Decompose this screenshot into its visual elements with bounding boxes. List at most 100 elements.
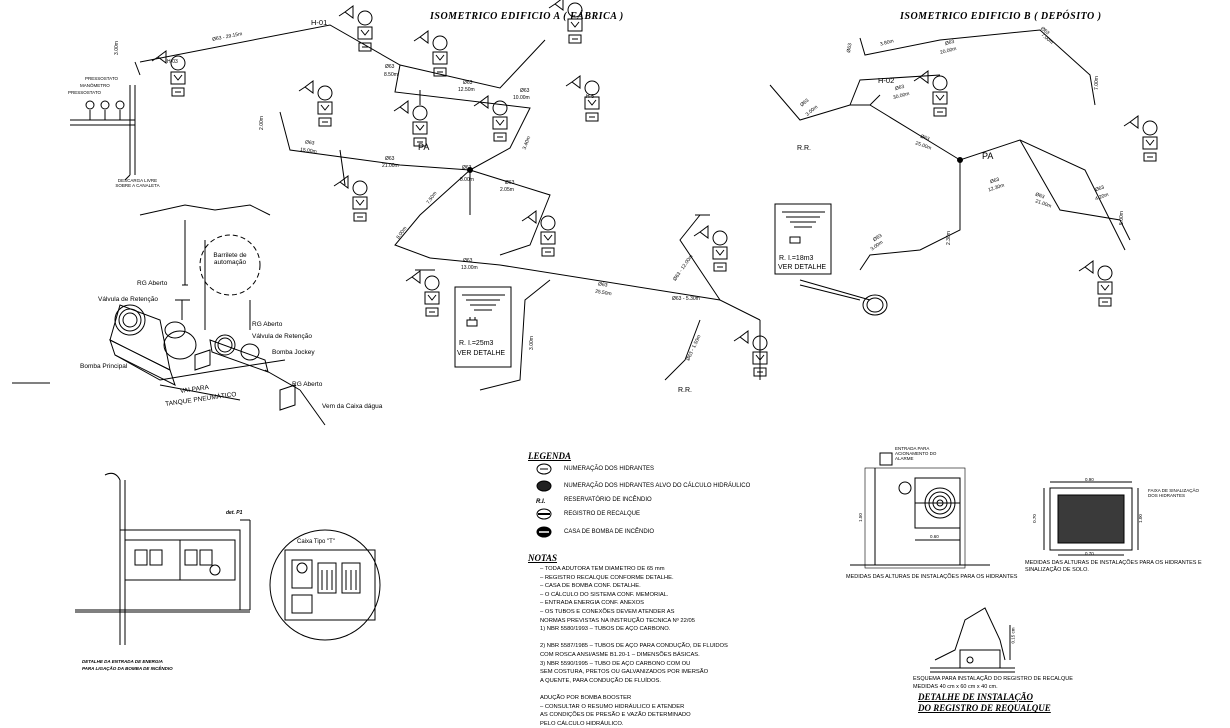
- reservoir-box-a: [454, 286, 512, 368]
- pipe-label: 10.00m: [513, 95, 530, 101]
- note-line: [540, 685, 728, 694]
- note-line: 2) NBR 5587/1985 – TUBOS DE AÇO PARA CON…: [540, 643, 728, 650]
- pump-main-label: Bomba Principal: [80, 363, 128, 370]
- legend-item-text: NUMERAÇÃO DOS HIDRANTES ALVO DO CÁLCULO …: [564, 483, 751, 489]
- hydrant-cabinet-icon: [333, 175, 368, 222]
- floor-box-dim-left: 0.70: [1031, 514, 1037, 523]
- legend-symbol-hydrant-number: [536, 463, 552, 475]
- rr-label-a: R.R.: [678, 387, 692, 394]
- entrance-caption-2: PARA LIGAÇÃO DA BOMBA DE INCÊNDIO: [82, 666, 173, 671]
- pipe-label: 3.00m: [528, 336, 535, 350]
- supply-header-drawing: [70, 85, 136, 181]
- note-line: 1) NBR 5580/1993 – TUBOS DE AÇO CARBONO.: [540, 626, 671, 633]
- hydrant-box-top-note: ENTRADA PARA ACIONAMENTO DO ALARME: [895, 446, 937, 461]
- note-line: NORMAS PREVISTAS NA INSTRUÇÃO TECNICA Nº…: [540, 617, 695, 624]
- pump-rg-open-1: RG Aberto: [137, 280, 168, 287]
- pump-automation-label: Barrilete de automação: [213, 252, 247, 266]
- note-line: A QUENTE, PARA CONDUÇÃO DE FLUÍDOS.: [540, 677, 662, 684]
- entrance-caption-1: DETALHE DA ENTRADA DE ENERGIA: [82, 659, 163, 664]
- note-line: COM ROSCA ANSI/ASME B1.20-1 – DIMENSÕES …: [540, 651, 700, 658]
- floor-box-detail-drawing: [1043, 481, 1139, 556]
- recalque-scheme-1: ESQUEMA PARA INSTALAÇÃO DO REGISTRO DE R…: [913, 676, 1073, 682]
- floor-box-dim-right: 1.00: [1137, 514, 1143, 523]
- pump-jockey-label: Bomba Jockey: [272, 349, 315, 356]
- note-line: – REGISTRO RECALQUE CONFORME DETALHE.: [540, 574, 674, 581]
- supply-label: PRESSOSTATO: [68, 90, 102, 95]
- pipe-label: Ø63 - 5.30m: [672, 296, 700, 302]
- hydrant-cabinet-icon: [413, 30, 448, 77]
- pa-label-b: PA: [982, 151, 994, 161]
- pipe-label: 3.00m: [113, 41, 120, 55]
- pipe-label: 8.00m: [460, 177, 474, 183]
- hydrant-cabinet-icon: [565, 75, 600, 122]
- note-line: ADUÇÃO POR BOMBA BOOSTER: [540, 694, 632, 701]
- hydrant-cabinet-icon: [1078, 260, 1113, 307]
- pipe-run-a-branch4: [664, 319, 701, 381]
- notes-body: – TODA ADUTORA TEM DIAMETRO DE 65 mm – RE…: [540, 565, 728, 728]
- hydrant-symbols: [151, 0, 1158, 377]
- pipe-run-a-left: [279, 111, 471, 171]
- pump-check-valve-2: Válvula de Retenção: [252, 333, 312, 340]
- legend-title: LEGENDA: [528, 451, 572, 461]
- supply-label: MANÔMETRO: [80, 83, 110, 88]
- hydrant-box-dim-h: 1.50: [857, 513, 863, 522]
- pump-room-drawing: [109, 204, 326, 426]
- hydrant-box-dim-w: 0.60: [930, 534, 939, 539]
- pump-rg-open-2: RG Aberto: [252, 321, 283, 328]
- pipe-label: 21.00m: [382, 163, 399, 169]
- note-line: SEM COSTURA, PRETOS OU GALVANIZADOS POR …: [540, 669, 709, 676]
- legend-symbols: R.I.: [536, 463, 552, 538]
- hydrant-cabinet-icon: [338, 5, 373, 52]
- supply-label: DESCARGA LIVRE SOBRE A CANALETA: [115, 178, 160, 188]
- svg-text:R.I.: R.I.: [536, 499, 546, 505]
- note-line: PELO CÁLCULO HIDRÁULICO.: [540, 720, 624, 727]
- hydrant-cabinet-icon: [693, 225, 728, 272]
- legend-item-text: REGISTRO DE RECALQUE: [564, 511, 641, 517]
- hydrant-cabinet-icon: [1123, 115, 1158, 162]
- floor-box-dim-bottom: 0.70: [1085, 551, 1094, 556]
- pipe-run-a-branch1: [469, 169, 551, 256]
- pipe-label: Ø63: [385, 156, 395, 162]
- hydrant-cabinet-icon: [473, 95, 508, 142]
- title-building-a: ISOMETRICO EDIFICIO A ( FÁBRICA ): [430, 11, 624, 22]
- pipe-run-a-diag: [394, 169, 471, 259]
- pump-rg-open-3: RG Aberto: [292, 381, 323, 388]
- hydrant-cabinet-icon: [393, 100, 428, 147]
- legend-item-text: RESERVATÓRIO DE INCÊNDIO: [564, 497, 652, 503]
- note-line: – TODA ADUTORA TEM DIAMETRO DE 65 mm: [540, 566, 665, 572]
- pa-label-a: PA: [418, 142, 430, 152]
- pipe-label: Ø63: [505, 180, 515, 186]
- pipe-run-b-top: [859, 29, 1096, 106]
- floor-box-side-note: FAIXA DE SINALIZAÇÃO DOS HIDRANTES: [1148, 488, 1200, 498]
- pipe-run-a-branch3: [479, 279, 551, 391]
- pipe-run-b-right: [1019, 139, 1131, 241]
- hydrant-label-h02: H-02: [878, 76, 895, 85]
- pump-from-tank: Vem da Caixa dágua: [322, 403, 383, 410]
- legend-symbol-recalque: [536, 508, 552, 520]
- hydrant-cabinet-icon: [151, 50, 186, 97]
- pipe-run-a-top: [139, 24, 546, 89]
- pipe-label: Ø63: [462, 165, 472, 171]
- pipe-label: Ø63: [463, 258, 473, 264]
- pipe-label: Ø63: [304, 139, 315, 147]
- note-line: – OS TUBOS E CONEXÕES DEVEM ATENDER AS: [540, 608, 675, 615]
- legend-symbol-hydrant-target: [536, 480, 552, 492]
- pipe-run-a-short2: [134, 61, 141, 76]
- hydrant-box-caption: MEDIDAS DAS ALTURAS DE INSTALAÇÕES PARA …: [846, 574, 1018, 580]
- caixa-tipo-label: Caixa Tipo "T": [297, 539, 335, 545]
- pipe-label: 7.00m: [1093, 76, 1100, 90]
- entrance-detail-drawing: [75, 472, 251, 645]
- caixa-tipo-t-drawing: [269, 529, 381, 641]
- recalque-title-2: DO REGISTRO DE REQUALQUE: [918, 703, 1051, 713]
- notes-title: NOTAS: [528, 553, 558, 563]
- reservoir-b-detail: VER DETALHE: [778, 264, 827, 271]
- hydrant-label-h05: H-5: [586, 94, 595, 100]
- pipe-run-b-left: [849, 74, 941, 106]
- pipe-label: 12.50m: [458, 87, 475, 93]
- pipe-label: Ø63: [520, 88, 530, 94]
- hydrant-cabinet-icon: [405, 270, 440, 317]
- recalque-detail-drawing: [930, 607, 1015, 673]
- floor-box-dim-top: 0.90: [1085, 477, 1094, 482]
- pipe-run-b-rr: [769, 84, 851, 121]
